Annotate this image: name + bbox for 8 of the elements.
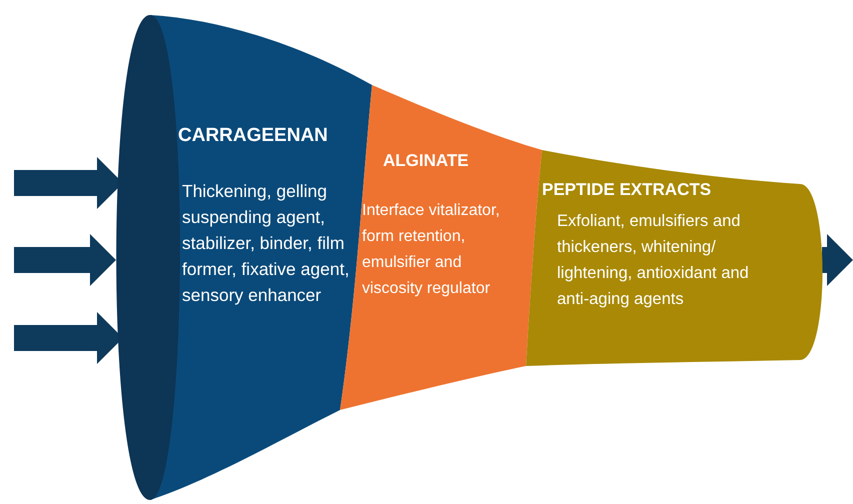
segment-description: Exfoliant, emulsifiers and thickeners, whitening/ lightening, antioxidant and anti-aging agents — [557, 211, 750, 310]
block-arrow — [822, 234, 853, 286]
segment-heading: PEPTIDE EXTRACTS — [542, 179, 712, 201]
segment-description: Interface vitalizator, form retention, emulsifier and viscosity regulator — [362, 201, 501, 299]
segment-description: Thickening, gelling suspending agent, stabilizer, binder, film former, fixative agent, sensory enhancer — [182, 180, 350, 307]
block-arrow — [14, 234, 116, 286]
segment-heading: ALGINATE — [383, 150, 469, 172]
segment-heading: CARRAGEENAN — [178, 124, 328, 148]
